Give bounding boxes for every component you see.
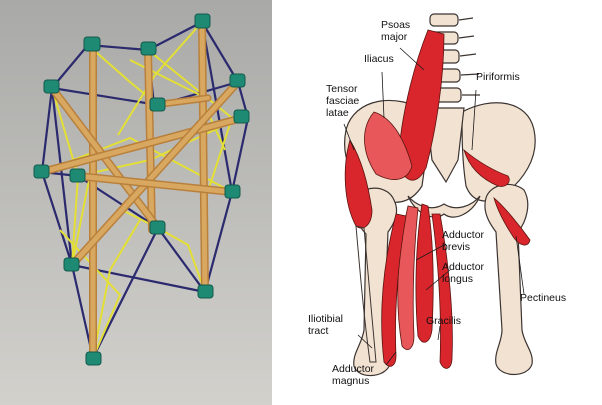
label-line: brevis (442, 241, 470, 253)
iliotibial-tract-band (355, 225, 377, 363)
label-line: fasciae (326, 95, 359, 107)
tensegrity-model-photo (0, 0, 272, 405)
label-line: Adductor (332, 363, 375, 375)
label-line: major (381, 31, 408, 43)
muscles (344, 29, 531, 369)
label-piriformis: Piriformis (476, 71, 520, 83)
hip-muscle-svg: Psoas major Iliacus Piriformis Tensor fa… (308, 13, 566, 387)
label-tensor-fasciae-latae: Tensor fasciae latae (326, 83, 362, 119)
label-line: tract (308, 325, 329, 337)
label-adductor-longus: Adductor longus (442, 261, 487, 285)
label-line: longus (442, 273, 473, 285)
label-iliacus: Iliacus (364, 53, 394, 65)
label-pectineus: Pectineus (520, 292, 566, 304)
label-line: Iliotibial (308, 313, 343, 325)
right-femur (484, 183, 533, 376)
strut-end-caps (33, 13, 250, 366)
label-psoas-major: Psoas major (381, 19, 413, 43)
label-line: Pectineus (520, 292, 566, 304)
label-adductor-brevis: Adductor brevis (442, 229, 487, 253)
label-gracilis: Gracilis (426, 315, 461, 327)
vertebra (429, 13, 459, 27)
iliacus-muscle (364, 111, 413, 180)
wooden-struts (38, 18, 246, 362)
psoas-major-muscle (397, 29, 445, 181)
pectineus-muscle (493, 196, 531, 246)
transverse-processes (458, 17, 480, 96)
hip-muscle-illustration: Psoas major Iliacus Piriformis Tensor fa… (276, 0, 602, 405)
label-line: Adductor (442, 229, 485, 241)
piriformis-muscle (463, 148, 510, 187)
label-iliotibial-tract: Iliotibial tract (308, 313, 346, 337)
tensor-fasciae-latae-muscle (344, 139, 373, 229)
leader-lines (343, 47, 525, 366)
label-adductor-magnus: Adductor magnus (332, 363, 377, 387)
label-line: Psoas (381, 19, 410, 31)
tensegrity-photo-svg (0, 0, 272, 405)
label-line: magnus (332, 375, 369, 387)
label-line: Iliacus (364, 53, 394, 65)
label-line: Piriformis (476, 71, 520, 83)
label-line: latae (326, 107, 349, 119)
adductor-magnus-muscle (381, 213, 407, 367)
pubis (407, 195, 481, 218)
label-line: Gracilis (426, 315, 461, 327)
gracilis-muscle (431, 213, 453, 369)
label-line: Adductor (442, 261, 485, 273)
label-line: Tensor (326, 83, 358, 95)
labels: Psoas major Iliacus Piriformis Tensor fa… (308, 19, 566, 387)
